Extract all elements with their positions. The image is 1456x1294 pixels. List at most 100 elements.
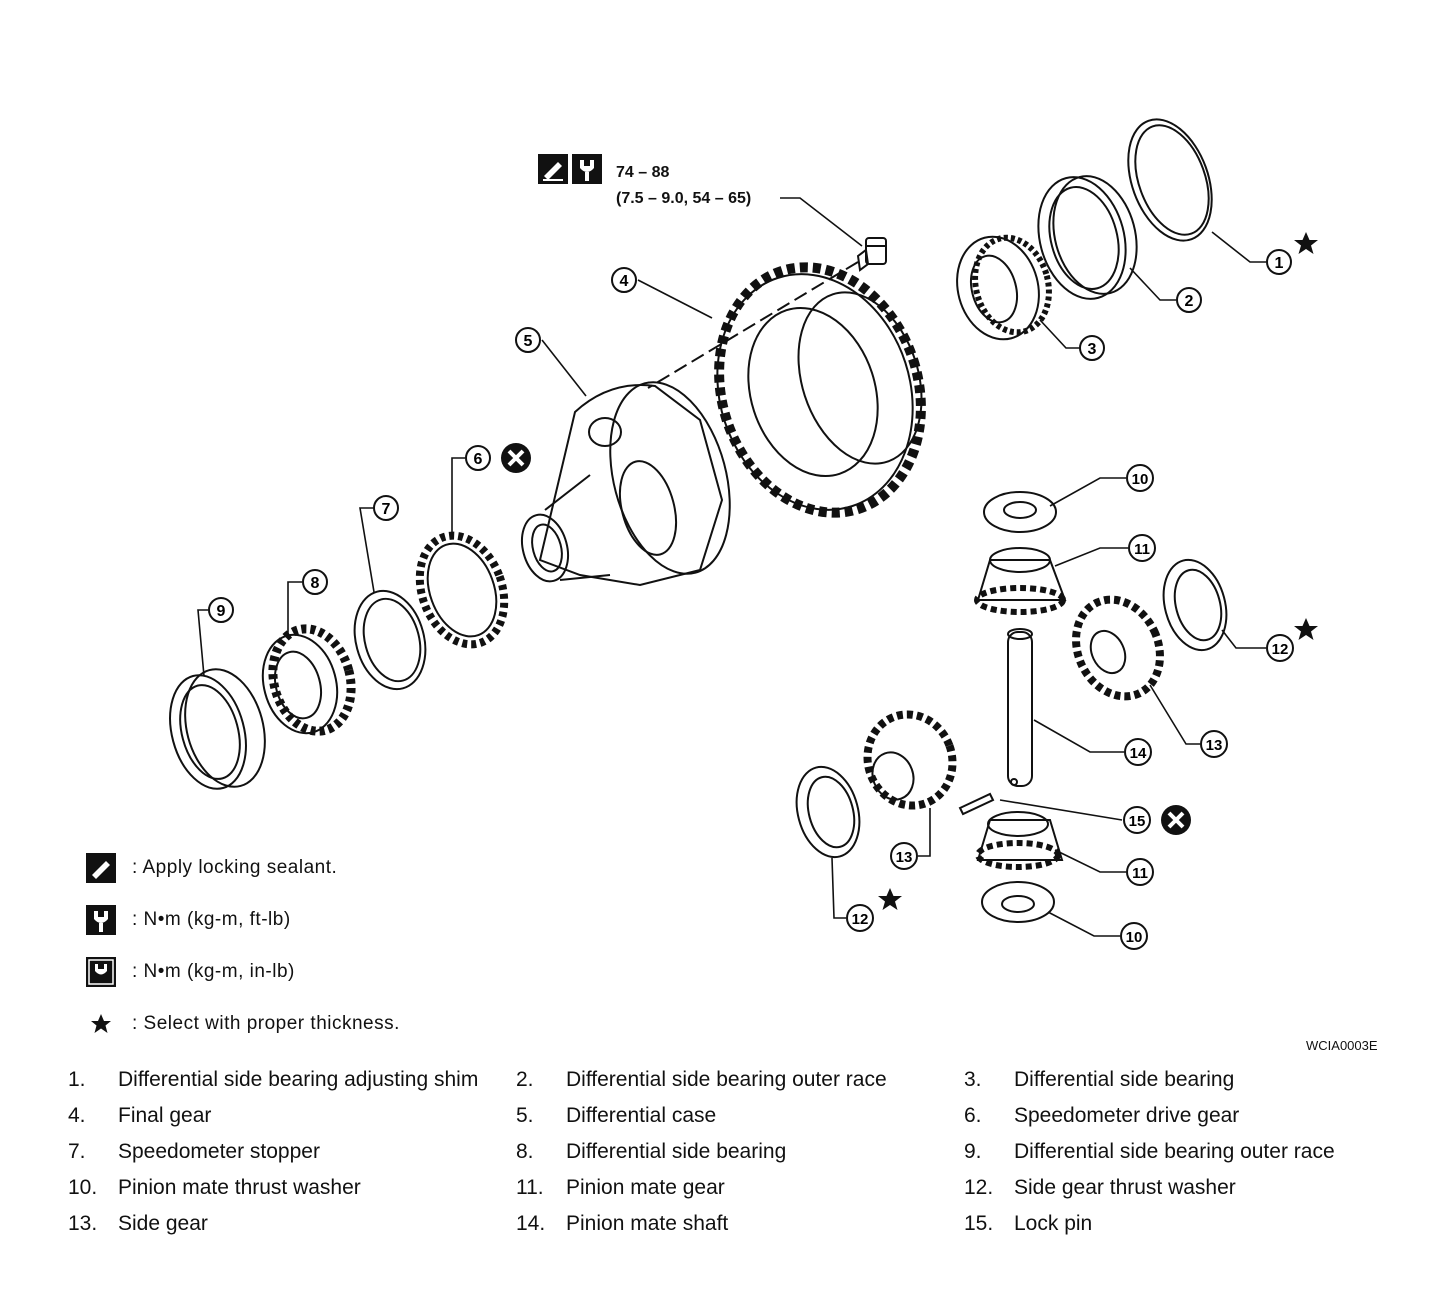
side-gear-washer-part-left	[795, 765, 861, 859]
part-number: 8.	[516, 1140, 534, 1163]
side-gear-part-left	[863, 710, 957, 810]
part-item: 7. Speedometer stopper	[68, 1138, 516, 1166]
callout-4: 4	[611, 267, 637, 293]
legend-text: : Select with proper thickness.	[132, 1013, 400, 1034]
callout-7-text: 7	[382, 501, 391, 518]
replace-x-icon	[499, 441, 533, 475]
part-number: 5.	[516, 1104, 534, 1127]
callout-2: 2	[1176, 287, 1202, 313]
part-item: 5. Differential case	[516, 1102, 964, 1130]
star-icon	[878, 888, 902, 910]
exploded-view-diagram: 1 2 3 4 5 6 7 8 9 10 11 12 13 14 15 11 1…	[169, 118, 1318, 950]
callout-10-bottom-text: 10	[1126, 929, 1143, 946]
part-number: 10.	[68, 1176, 98, 1199]
outer-race-part-2	[1037, 175, 1138, 300]
callout-11-bottom: 11	[1126, 858, 1154, 886]
part-item: 11. Pinion mate gear	[516, 1174, 964, 1202]
part-name: Speedometer drive gear	[1014, 1104, 1240, 1127]
torque-value-detail: (7.5 – 9.0, 54 – 65)	[616, 190, 752, 207]
part-name: Pinion mate shaft	[566, 1212, 729, 1235]
callout-4-text: 4	[620, 273, 629, 290]
part-name: Pinion mate thrust washer	[118, 1176, 361, 1199]
part-item: 10. Pinion mate thrust washer	[68, 1174, 516, 1202]
part-item: 1. Differential side bearing adjusting sh…	[68, 1066, 516, 1094]
callout-6: 6	[465, 445, 491, 471]
part-number: 3.	[964, 1068, 982, 1091]
callout-5: 5	[515, 327, 541, 353]
figure-code: WCIA0003E	[1306, 1038, 1378, 1053]
part-item: 3. Differential side bearing	[964, 1066, 1412, 1094]
callout-6-text: 6	[474, 451, 483, 468]
callout-9: 9	[208, 597, 234, 623]
sealant-icon	[84, 852, 118, 884]
replace-x-icon	[1159, 803, 1193, 837]
side-gear-part-right	[1072, 595, 1164, 701]
part-name: Differential side bearing	[1014, 1068, 1235, 1091]
callout-12-right: 12	[1266, 634, 1294, 662]
part-name: Differential case	[566, 1104, 717, 1127]
parts-list: 1. Differential side bearing adjusting sh…	[68, 1066, 1428, 1238]
callout-10-bottom: 10	[1120, 922, 1148, 950]
part-item: 15.Lock pin	[964, 1210, 1412, 1238]
side-gear-washer-part-right	[1162, 558, 1228, 652]
part-item: 8.Differential side bearing	[516, 1138, 964, 1166]
callout-12-right-text: 12	[1272, 641, 1289, 658]
part-number: 6.	[964, 1104, 982, 1127]
outer-race-part-9	[169, 668, 266, 790]
part-number: 7.	[68, 1140, 86, 1163]
legend-row-sealant: : Apply locking sealant.	[84, 842, 400, 894]
callout-11-bottom-text: 11	[1132, 865, 1148, 882]
part-item: 12. Side gear thrust washer	[964, 1174, 1412, 1202]
callout-7: 7	[373, 495, 399, 521]
part-item: 9. Differential side bearing outer race	[964, 1138, 1412, 1166]
callout-15: 15	[1123, 806, 1151, 834]
callout-labels: 1 2 3 4 5 6 7 8 9 10 11 12 13 14 15 11 1…	[208, 249, 1294, 950]
part-name: Speedometer stopper	[118, 1140, 320, 1163]
callout-13-right: 13	[1200, 730, 1228, 758]
part-item: 13.Side gear	[68, 1210, 516, 1238]
part-number: 13.	[68, 1212, 98, 1235]
callout-12-left-text: 12	[852, 911, 869, 928]
callout-15-text: 15	[1129, 813, 1146, 830]
part-name: Side gear thrust washer	[1014, 1176, 1236, 1199]
side-bearing-part-8	[261, 624, 356, 736]
callout-3-text: 3	[1088, 341, 1097, 358]
part-number: 9.	[964, 1140, 982, 1163]
callout-8: 8	[302, 569, 328, 595]
torque-wrench-icon	[84, 904, 118, 936]
part-number: 12.	[964, 1176, 994, 1199]
callout-14-text: 14	[1130, 745, 1147, 762]
part-number: 14.	[516, 1212, 546, 1235]
star-icon	[84, 1008, 118, 1040]
leader-lines	[197, 197, 1266, 937]
callout-10-top-text: 10	[1132, 471, 1149, 488]
part-name: Differential side bearing outer race	[566, 1068, 887, 1091]
part-name: Differential side bearing adjusting shim	[118, 1068, 479, 1091]
torque-spec: 74 – 88 (7.5 – 9.0, 54 – 65)	[538, 154, 751, 207]
callout-12-left: 12	[846, 904, 874, 932]
lock-pin-part	[958, 792, 995, 816]
part-name: Pinion mate gear	[566, 1176, 725, 1199]
callout-9-text: 9	[217, 603, 226, 620]
part-item: 2.Differential side bearing outer race	[516, 1066, 964, 1094]
part-name: Differential side bearing outer race	[1014, 1140, 1335, 1163]
legend-row-star: : Select with proper thickness.	[84, 998, 400, 1050]
part-item: 4.Final gear	[68, 1102, 516, 1130]
callout-11-top-text: 11	[1134, 541, 1150, 558]
callout-3: 3	[1079, 335, 1105, 361]
differential-case-part	[520, 381, 731, 587]
callout-13-left: 13	[890, 842, 918, 870]
final-gear-bolt	[647, 237, 887, 389]
part-number: 1.	[68, 1068, 86, 1091]
speedometer-drive-gear-part	[415, 531, 509, 649]
legend-text: : Apply locking sealant.	[132, 857, 338, 878]
pinion-mate-gear-part-bottom	[975, 811, 1064, 870]
torque-wrench-icon	[572, 154, 602, 184]
callout-1: 1	[1266, 249, 1292, 275]
part-number: 11.	[516, 1176, 544, 1199]
torque-value: 74 – 88	[616, 164, 670, 181]
part-item: 14. Pinion mate shaft	[516, 1210, 964, 1238]
callout-8-text: 8	[311, 575, 320, 592]
torque-wrench-small-icon	[84, 956, 118, 988]
callout-13-right-text: 13	[1206, 737, 1223, 754]
